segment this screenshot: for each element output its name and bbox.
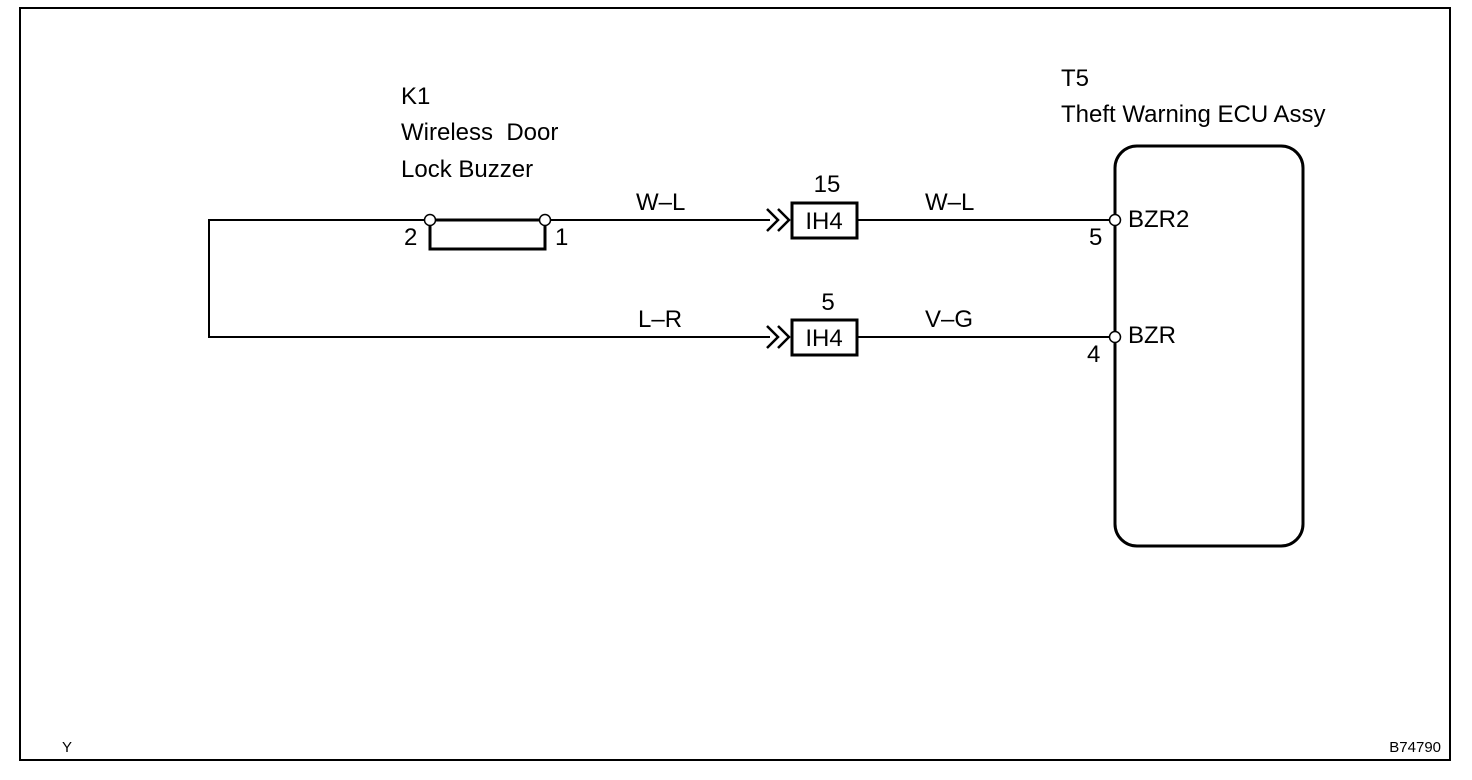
connector-bottom-code: IH4 [805,325,842,352]
connector-bottom-pin: 5 [821,289,834,316]
connector-box-bottom [790,318,859,357]
buzzer-box [428,218,547,251]
ecu-pin-top-name: BZR2 [1128,206,1189,233]
buzzer-pin-left: 2 [404,224,417,251]
buzzer-name-line2: Lock Buzzer [401,156,533,183]
terminal-ecu-bzr [1108,330,1122,344]
terminal-ecu-bzr2 [1108,213,1122,227]
wire-label-top-right: W–L [925,189,974,216]
buzzer-code: K1 [401,83,430,110]
connector-chevron-top [766,208,791,232]
diagram-frame [19,7,1451,761]
ecu-name: Theft Warning ECU Assy [1061,101,1326,128]
buzzer-name-line1: Wireless Door [401,119,558,146]
connector-top-pin: 15 [814,171,841,198]
loop-wire [208,219,770,338]
footer-left-mark: Y [62,739,72,756]
connector-box-top [790,201,859,240]
terminal-buzzer-left [423,213,437,227]
wire-label-bottom-right: V–G [925,306,973,333]
connector-chevron-bottom [766,325,791,349]
footer-figure-id: B74790 [1389,739,1441,756]
buzzer-pin-right: 1 [555,224,568,251]
ecu-box [1113,144,1305,548]
connector-top-code: IH4 [805,208,842,235]
ecu-pin-bottom-number: 4 [1087,341,1100,368]
wire-label-top-left: W–L [636,189,685,216]
ecu-code: T5 [1061,65,1089,92]
ecu-pin-bottom-name: BZR [1128,322,1176,349]
terminal-buzzer-right [538,213,552,227]
wire-label-bottom-left: L–R [638,306,682,333]
ecu-pin-top-number: 5 [1089,224,1102,251]
